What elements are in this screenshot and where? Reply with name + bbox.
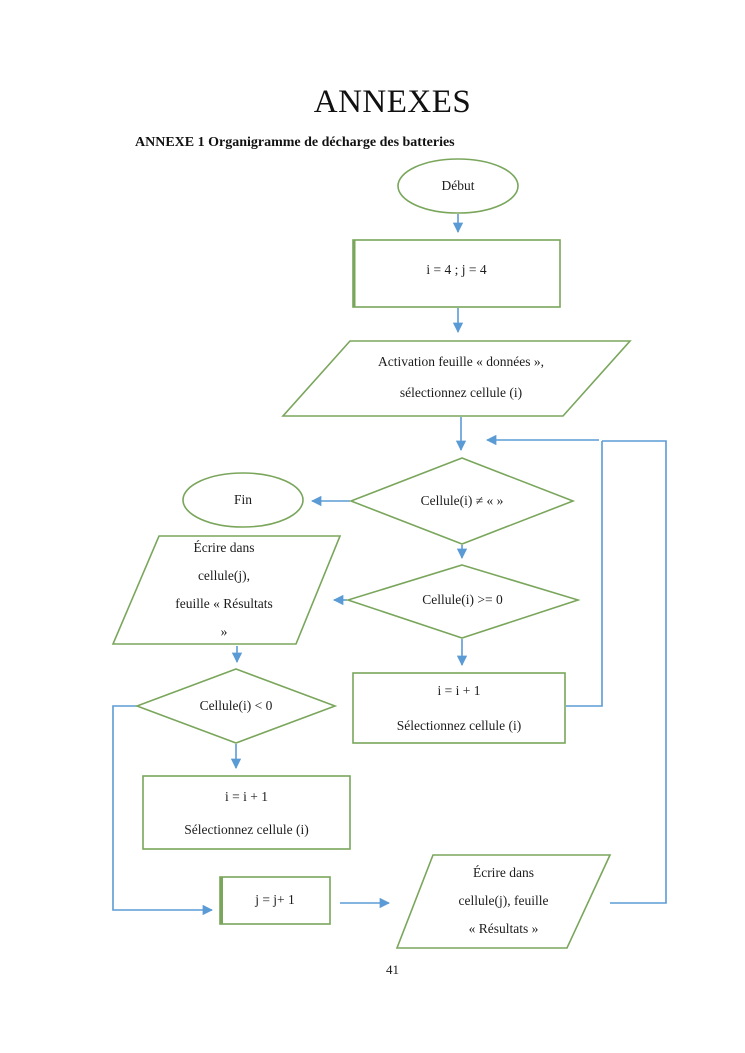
incr-right-rect [352,672,566,744]
connector-writebottom-feedback [602,440,667,904]
write-left-parallelogram [111,535,342,645]
write-bottom-parallelogram [395,854,612,949]
end-ellipse [182,472,304,528]
connector-incrright-feedback [566,441,603,707]
cond-ge-zero-diamond [345,564,581,639]
activation-parallelogram [281,340,632,417]
cond-lt-zero-diamond [134,668,338,744]
incr-left-rect [142,775,351,850]
cond-not-empty-diamond [348,457,576,545]
connector-cond3-incrj-loop [112,705,214,916]
incr-j-rect [219,876,331,925]
page-number: 41 [386,962,399,977]
init-rect [352,239,561,308]
start-ellipse [397,158,519,214]
page-title: ANNEXES [313,84,472,120]
page-subtitle: ANNEXE 1 Organigramme de décharge des ba… [135,135,455,150]
